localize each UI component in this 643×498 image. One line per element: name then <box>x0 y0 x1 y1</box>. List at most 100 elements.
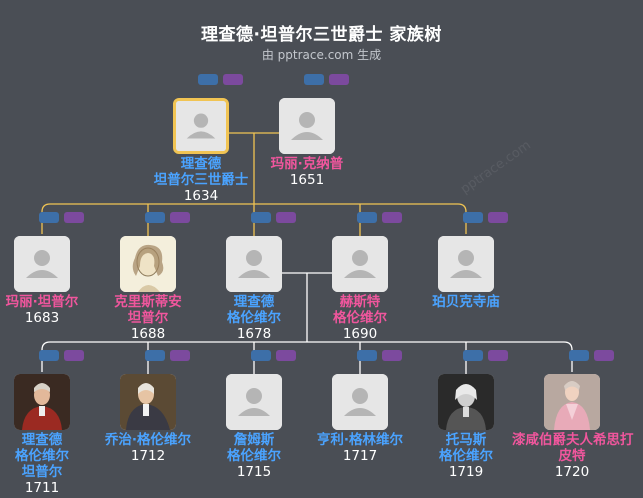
spouse-toggle[interactable] <box>64 350 84 361</box>
person-card-g6[interactable] <box>544 374 600 430</box>
parents-toggle[interactable] <box>569 350 589 361</box>
spouse-toggle[interactable] <box>382 212 402 223</box>
page-title: 理查德·坦普尔三世爵士 家族树 <box>201 25 442 45</box>
relation-badges <box>251 212 296 223</box>
person-card-g4[interactable] <box>332 374 388 430</box>
parents-toggle[interactable] <box>145 350 165 361</box>
person-name: 格伦维尔 <box>333 310 387 326</box>
parents-toggle[interactable] <box>198 74 218 85</box>
portrait-image <box>438 374 494 430</box>
person-name: 皮特 <box>558 448 586 464</box>
person-name: 乔治·格伦维尔 <box>104 432 192 448</box>
person-card-c3[interactable] <box>226 236 282 292</box>
person-placeholder-icon <box>226 374 282 430</box>
birth-year: 1678 <box>236 326 272 342</box>
portrait-image <box>14 374 70 430</box>
relation-badges <box>357 350 402 361</box>
person-card-p2[interactable] <box>279 98 335 154</box>
parents-toggle[interactable] <box>463 350 483 361</box>
person-name: 詹姆斯 <box>233 432 275 448</box>
birth-year: 1683 <box>24 310 60 326</box>
relation-badges <box>463 350 508 361</box>
birth-year: 1715 <box>236 464 272 480</box>
person-placeholder-icon <box>332 374 388 430</box>
person-name: 赫斯特 <box>339 294 381 310</box>
spouse-toggle[interactable] <box>64 212 84 223</box>
spouse-toggle[interactable] <box>170 212 190 223</box>
birth-year: 1720 <box>554 464 590 480</box>
parents-toggle[interactable] <box>39 212 59 223</box>
relation-badges <box>145 350 190 361</box>
parents-toggle[interactable] <box>251 212 271 223</box>
person-placeholder-icon <box>226 236 282 292</box>
birth-year: 1688 <box>130 326 166 342</box>
relation-badges <box>145 212 190 223</box>
person-name: 格伦维尔 <box>227 448 281 464</box>
portrait-image <box>544 374 600 430</box>
birth-year: 1712 <box>130 448 166 464</box>
birth-year: 1711 <box>24 480 60 496</box>
birth-year: 1717 <box>342 448 378 464</box>
spouse-toggle[interactable] <box>382 350 402 361</box>
person-name: 格伦维尔 <box>15 448 69 464</box>
relation-badges <box>251 350 296 361</box>
spouse-toggle[interactable] <box>170 350 190 361</box>
birth-year: 1651 <box>289 172 325 188</box>
spouse-toggle[interactable] <box>488 212 508 223</box>
relation-badges <box>357 212 402 223</box>
person-name: 漆咸伯爵夫人希思打 <box>512 432 634 448</box>
person-card-c1[interactable] <box>14 236 70 292</box>
spouse-toggle[interactable] <box>223 74 243 85</box>
relation-badges <box>39 350 84 361</box>
person-card-g1[interactable] <box>14 374 70 430</box>
person-name: 理查德 <box>21 432 63 448</box>
person-name: 理查德 <box>233 294 275 310</box>
parents-toggle[interactable] <box>357 350 377 361</box>
birth-year: 1690 <box>342 326 378 342</box>
parents-toggle[interactable] <box>304 74 324 85</box>
relation-badges <box>304 74 349 85</box>
person-placeholder-icon <box>332 236 388 292</box>
spouse-toggle[interactable] <box>276 350 296 361</box>
person-card-g2[interactable] <box>120 374 176 430</box>
spouse-toggle[interactable] <box>276 212 296 223</box>
person-name: 坦普尔 <box>127 310 169 326</box>
person-name: 坦普尔 <box>21 464 63 480</box>
spouse-toggle[interactable] <box>488 350 508 361</box>
page-subtitle: 由 pptrace.com 生成 <box>261 48 382 62</box>
person-placeholder-icon <box>14 236 70 292</box>
person-name: 理查德 <box>180 156 222 172</box>
spouse-toggle[interactable] <box>594 350 614 361</box>
parents-toggle[interactable] <box>145 212 165 223</box>
spouse-toggle[interactable] <box>329 74 349 85</box>
parents-toggle[interactable] <box>251 350 271 361</box>
birth-year: 1634 <box>183 188 219 204</box>
portrait-image <box>120 236 176 292</box>
person-name: 玛丽·克纳普 <box>270 156 344 172</box>
birth-year: 1719 <box>448 464 484 480</box>
person-placeholder-icon <box>279 98 335 154</box>
parents-toggle[interactable] <box>39 350 59 361</box>
relation-badges <box>463 212 508 223</box>
person-name: 托马斯 <box>445 432 487 448</box>
person-name: 玛丽·坦普尔 <box>5 294 79 310</box>
person-name: 坦普尔三世爵士 <box>153 172 249 188</box>
person-name: 克里斯蒂安 <box>114 294 182 310</box>
relation-badges <box>198 74 243 85</box>
relation-badges <box>39 212 84 223</box>
person-name: 珀贝克寺庙 <box>432 294 500 310</box>
person-card-c5[interactable] <box>438 236 494 292</box>
portrait-image <box>120 374 176 430</box>
relation-badges <box>569 350 614 361</box>
person-card-c2[interactable] <box>120 236 176 292</box>
person-card-g5[interactable] <box>438 374 494 430</box>
person-placeholder-icon <box>176 101 226 151</box>
person-card-c4[interactable] <box>332 236 388 292</box>
person-name: 格伦维尔 <box>227 310 281 326</box>
person-card-p1[interactable] <box>173 98 229 154</box>
person-name: 亨利·格林维尔 <box>316 432 404 448</box>
parents-toggle[interactable] <box>463 212 483 223</box>
person-card-g3[interactable] <box>226 374 282 430</box>
children-bar-gen2 <box>41 341 573 372</box>
parents-toggle[interactable] <box>357 212 377 223</box>
